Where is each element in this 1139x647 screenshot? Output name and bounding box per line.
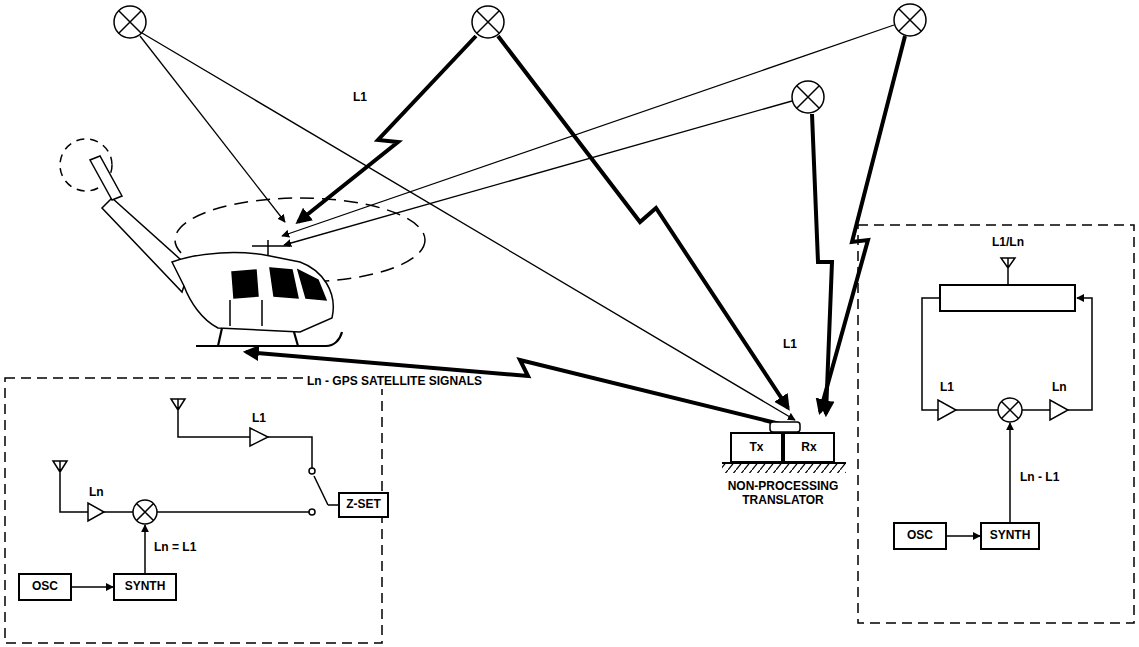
signal-label: L1: [938, 381, 956, 395]
cabin-windows: [232, 268, 326, 300]
antenna-symbol: [1001, 258, 1015, 285]
drawing-part: [899, 9, 921, 31]
wire: [956, 409, 998, 411]
drawing-part: [792, 81, 824, 113]
wire: [1022, 409, 1050, 411]
amplifier-symbol: [250, 428, 268, 446]
signal-line: [282, 25, 894, 236]
signal-label: Ln: [87, 486, 106, 500]
box-label: Rx: [801, 441, 816, 454]
oscillator-box: OSC: [893, 522, 947, 550]
lightning-bolt: [246, 352, 780, 424]
tail-boom: [102, 198, 190, 292]
drawing-part: [894, 4, 926, 36]
lightning-bolt: [812, 114, 832, 414]
drawing-part: [998, 398, 1022, 422]
station-label: NON-PROCESSING TRANSLATOR: [725, 480, 841, 508]
transmitter-box: Tx: [730, 432, 783, 463]
mixer-symbol: [998, 398, 1022, 422]
wire: [1068, 298, 1092, 410]
antenna-symbol: [53, 461, 88, 512]
dashed-frame: [5, 378, 382, 643]
wire: [1009, 423, 1011, 522]
wire: [268, 437, 312, 468]
signal-line: [140, 36, 285, 222]
synthesizer-box: SYNTH: [113, 573, 177, 601]
tail-fin: [90, 156, 122, 200]
satellites: [114, 4, 926, 113]
skids: [196, 328, 342, 346]
switch-blade: [314, 476, 338, 505]
lightning-bolt: [820, 36, 905, 412]
satellite-symbol: [114, 6, 146, 38]
ground-hatch: [722, 463, 846, 473]
translator-block: [858, 225, 1134, 623]
box-label: Tx: [749, 441, 763, 454]
antenna-symbol: [171, 399, 250, 437]
signal-connector: [947, 535, 980, 537]
drawing-part: [133, 500, 157, 524]
receiver-block: [5, 378, 382, 643]
synthesizer-box: SYNTH: [980, 522, 1040, 550]
amplifier-symbol: [88, 503, 104, 521]
dashed-frame: [858, 225, 1134, 623]
wire: [144, 525, 146, 573]
amplifier-symbol: [1050, 400, 1068, 420]
signal-label: Ln: [1050, 381, 1069, 395]
box-label: OSC: [32, 580, 58, 593]
switch-contact: [309, 468, 315, 474]
helicopter: [60, 139, 425, 346]
signal-label: Ln - L1: [1018, 471, 1061, 485]
lightning-bolt: [298, 36, 476, 222]
diplexer-box: [940, 285, 1075, 311]
box-label: SYNTH: [125, 580, 166, 593]
translator-antenna: [770, 422, 800, 432]
signal-line: [142, 33, 795, 420]
switch-contact: [309, 509, 315, 515]
drawing-part: [119, 11, 141, 33]
drawing-part: [1002, 402, 1019, 419]
signal-label: Ln = L1: [152, 541, 198, 555]
signal-label: L1/Ln: [990, 236, 1026, 250]
box-label: Z-SET: [346, 498, 381, 511]
receiver-box: Rx: [783, 432, 835, 463]
signal-connector: [72, 586, 113, 588]
drawing-part: [137, 504, 154, 521]
drawing-part: [472, 6, 504, 38]
signal-label: L1: [250, 412, 268, 426]
box-label: OSC: [907, 529, 933, 542]
zset-box: Z-SET: [338, 492, 389, 518]
amplifier-symbol: [938, 400, 956, 420]
drawing-part: [477, 11, 499, 33]
drawing-part: [797, 86, 819, 108]
satellite-symbol: [472, 6, 504, 38]
satellite-symbol: [792, 81, 824, 113]
signal-label: Ln - GPS SATELLITE SIGNALS: [305, 375, 484, 389]
wire: [157, 511, 309, 513]
oscillator-box: OSC: [18, 573, 72, 601]
wire: [104, 511, 133, 513]
door-line: [230, 300, 262, 326]
mixer-symbol: [133, 500, 157, 524]
satellite-symbol: [894, 4, 926, 36]
signal-label: L1: [781, 338, 799, 352]
signal-label: L1: [351, 91, 369, 105]
box-label: SYNTH: [990, 529, 1031, 542]
signal-lines: [140, 25, 894, 420]
drawing-part: [114, 6, 146, 38]
fuselage: [172, 253, 333, 332]
translator-ground: [722, 422, 846, 473]
lightning-bolts: [246, 36, 905, 424]
lightning-bolt: [498, 36, 788, 408]
